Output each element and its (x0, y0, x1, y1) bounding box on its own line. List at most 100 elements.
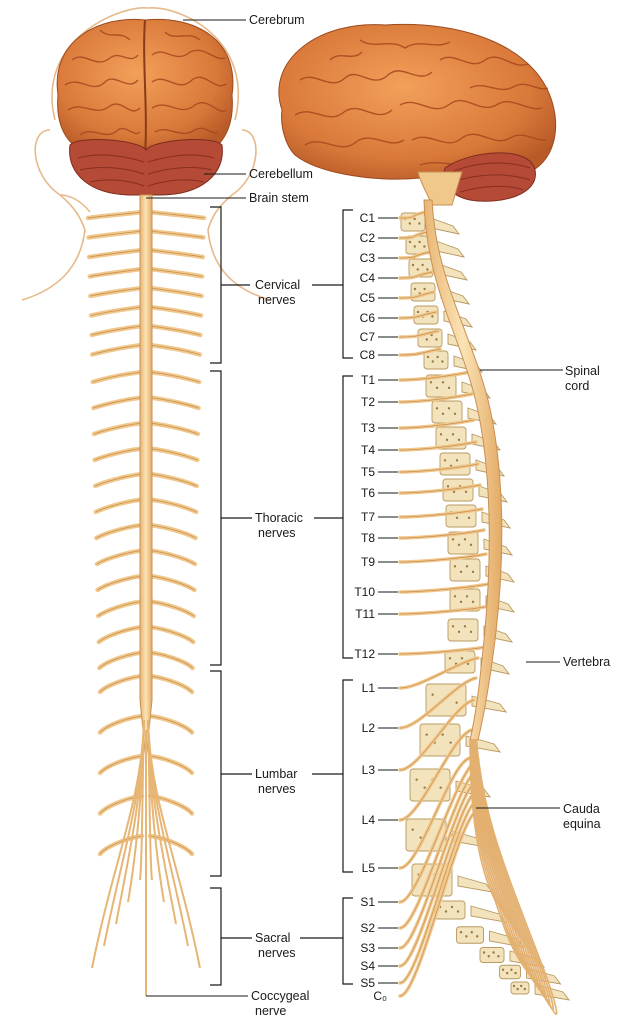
bone-texture (442, 413, 444, 415)
bone-texture (448, 407, 450, 409)
spinal-nerve-right (150, 576, 194, 590)
bone-texture (431, 315, 433, 317)
bone-texture (427, 356, 429, 358)
label-cauda-equina-2: equina (563, 817, 601, 831)
spinal-nerve-right (150, 676, 192, 692)
bone-texture (449, 657, 451, 659)
bone-texture (425, 733, 427, 735)
bone-texture (436, 387, 438, 389)
segment-label-coccygeal: C₀ (353, 989, 387, 1003)
segment-label-t9: T9 (341, 555, 375, 569)
bone-texture (458, 631, 460, 633)
spinal-nerve-right (150, 449, 197, 461)
spinal-nerve-right (150, 551, 195, 565)
bone-texture (414, 245, 416, 247)
vertebral-body (446, 505, 476, 527)
segment-label-t11: T11 (341, 607, 375, 621)
bone-texture (452, 538, 454, 540)
bone-texture (444, 459, 446, 461)
bone-texture (464, 625, 466, 627)
bone-texture (455, 701, 457, 703)
segment-label-c5: C5 (341, 291, 375, 305)
bone-texture (423, 245, 425, 247)
segment-label-s5: S5 (341, 976, 375, 990)
vertebral-body (432, 401, 462, 423)
bone-texture (472, 601, 474, 603)
bone-texture (451, 906, 453, 908)
segment-label-l1: L1 (341, 681, 375, 695)
label-cervical-nerves-2: nerves (258, 293, 296, 307)
vertebral-body (450, 559, 480, 581)
bone-texture (447, 485, 449, 487)
bone-texture (448, 387, 450, 389)
spinal-nerve-right (150, 653, 193, 669)
label-coccygeal-nerve-2: nerve (255, 1004, 286, 1018)
label-spinal-cord-2: cord (565, 379, 589, 393)
bone-texture (506, 972, 508, 974)
segment-label-l4: L4 (341, 813, 375, 827)
segment-label-l2: L2 (341, 721, 375, 735)
spinal-nerve-left (99, 653, 142, 669)
segment-label-t7: T7 (341, 510, 375, 524)
segment-label-t12: T12 (341, 647, 375, 661)
bone-texture (409, 222, 411, 224)
segment-label-s2: S2 (341, 921, 375, 935)
bone-texture (488, 955, 490, 957)
bone-texture (465, 491, 467, 493)
segment-label-s1: S1 (341, 895, 375, 909)
label-cerebellum: Cerebellum (249, 167, 313, 181)
bone-texture (441, 733, 443, 735)
spinal-nerve-left (97, 551, 142, 565)
spinal-nerve-edge (90, 269, 142, 277)
label-thoracic-nerves-2: nerves (258, 526, 296, 540)
spinal-nerve-right (150, 602, 194, 617)
spinal-nerve-left (95, 474, 142, 486)
bone-texture (421, 264, 423, 266)
bone-texture (460, 601, 462, 603)
spinal-nerve-right (150, 627, 193, 642)
bone-texture (436, 356, 438, 358)
segment-label-t5: T5 (341, 465, 375, 479)
bone-texture (492, 951, 494, 953)
bone-texture (418, 241, 420, 243)
bone-texture (513, 985, 515, 987)
cauda-equina-left-view (92, 720, 200, 996)
segment-label-t6: T6 (341, 486, 375, 500)
vertebral-body (440, 453, 470, 475)
bone-texture (502, 969, 504, 971)
spinal-nerve-left (96, 500, 142, 513)
bone-texture (454, 413, 456, 415)
spinal-nerve-left (100, 716, 142, 733)
vertebral-body (424, 351, 448, 369)
bone-texture (418, 222, 420, 224)
bone-texture (460, 571, 462, 573)
segment-label-t1: T1 (341, 373, 375, 387)
vertebral-body (511, 982, 529, 994)
bone-texture (436, 407, 438, 409)
bone-texture (458, 544, 460, 546)
segment-label-c3: C3 (341, 251, 375, 265)
spinal-cord-left-view (140, 195, 152, 760)
segment-label-t4: T4 (341, 443, 375, 457)
bone-texture (411, 828, 413, 830)
bone-texture (452, 433, 454, 435)
segment-label-t10: T10 (341, 585, 375, 599)
bone-texture (464, 538, 466, 540)
bone-texture (417, 268, 419, 270)
bone-texture (497, 955, 499, 957)
bone-texture (470, 631, 472, 633)
label-vertebra: Vertebra (563, 655, 610, 669)
bone-texture (458, 439, 460, 441)
bone-texture (453, 491, 455, 493)
segment-label-t3: T3 (341, 421, 375, 435)
bone-texture (471, 931, 473, 933)
bone-texture (472, 571, 474, 573)
segment-label-c8: C8 (341, 348, 375, 362)
segment-label-c6: C6 (341, 311, 375, 325)
bone-texture (415, 778, 417, 780)
bone-texture (514, 972, 516, 974)
bone-texture (409, 241, 411, 243)
spinal-nerve-left (100, 676, 142, 692)
